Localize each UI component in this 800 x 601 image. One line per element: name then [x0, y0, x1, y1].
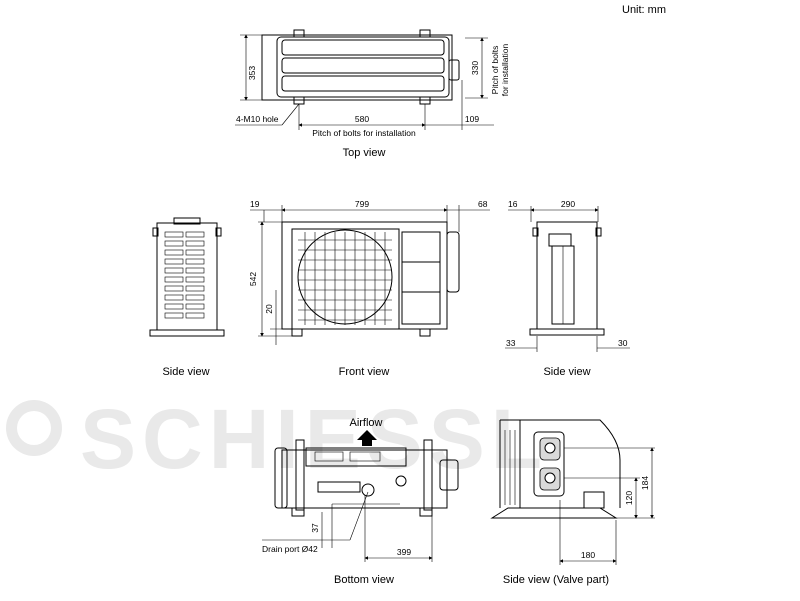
- airflow-label: Airflow: [349, 417, 382, 429]
- top-dim-353: 353: [247, 66, 257, 80]
- bottom-view-drawing: [262, 430, 459, 562]
- top-pitch-v-label-1: Pitch of bolts: [490, 46, 500, 95]
- bottom-dim-37: 37: [310, 523, 320, 533]
- top-dim-580: 580: [355, 114, 369, 124]
- side-right-dim-33: 33: [506, 338, 516, 348]
- front-view-drawing: [250, 205, 490, 345]
- drain-port-label: Drain port Ø42: [262, 544, 318, 554]
- valve-dim-180: 180: [581, 550, 595, 560]
- top-view-drawing: [235, 29, 494, 130]
- side-right-dim-290: 290: [561, 199, 575, 209]
- front-dim-542: 542: [248, 272, 258, 286]
- watermark: SCHIESSL: [6, 392, 548, 486]
- airflow-arrow-icon: [357, 430, 377, 446]
- front-dim-68: 68: [478, 199, 488, 209]
- valve-view-drawing: [490, 419, 655, 565]
- unit-label: Unit: mm: [622, 4, 666, 16]
- watermark-text: SCHIESSL: [80, 392, 548, 486]
- top-pitch-h-label: Pitch of bolts for installation: [312, 128, 416, 138]
- side-right-dim-30: 30: [618, 338, 628, 348]
- side-right-dim-16: 16: [508, 199, 518, 209]
- valve-view-title: Side view (Valve part): [503, 574, 609, 586]
- front-dim-19: 19: [250, 199, 260, 209]
- top-view-title: Top view: [343, 147, 386, 159]
- bottom-dim-399: 399: [397, 547, 411, 557]
- bottom-view-title: Bottom view: [334, 574, 394, 586]
- front-dim-799: 799: [355, 199, 369, 209]
- top-hole-label: 4-M10 hole: [236, 114, 279, 124]
- side-view-left-title: Side view: [162, 366, 209, 378]
- valve-dim-120: 120: [624, 491, 634, 505]
- top-pitch-v-label-2: for installation: [500, 44, 510, 97]
- front-dim-20: 20: [264, 304, 274, 314]
- fan-grille: [298, 232, 392, 325]
- side-view-right-title: Side view: [543, 366, 590, 378]
- top-dim-330: 330: [470, 61, 480, 75]
- top-dim-109: 109: [465, 114, 479, 124]
- front-view-title: Front view: [339, 366, 390, 378]
- valve-dim-184: 184: [640, 476, 650, 490]
- side-view-right-drawing: [505, 206, 630, 352]
- side-view-left-drawing: [149, 217, 225, 337]
